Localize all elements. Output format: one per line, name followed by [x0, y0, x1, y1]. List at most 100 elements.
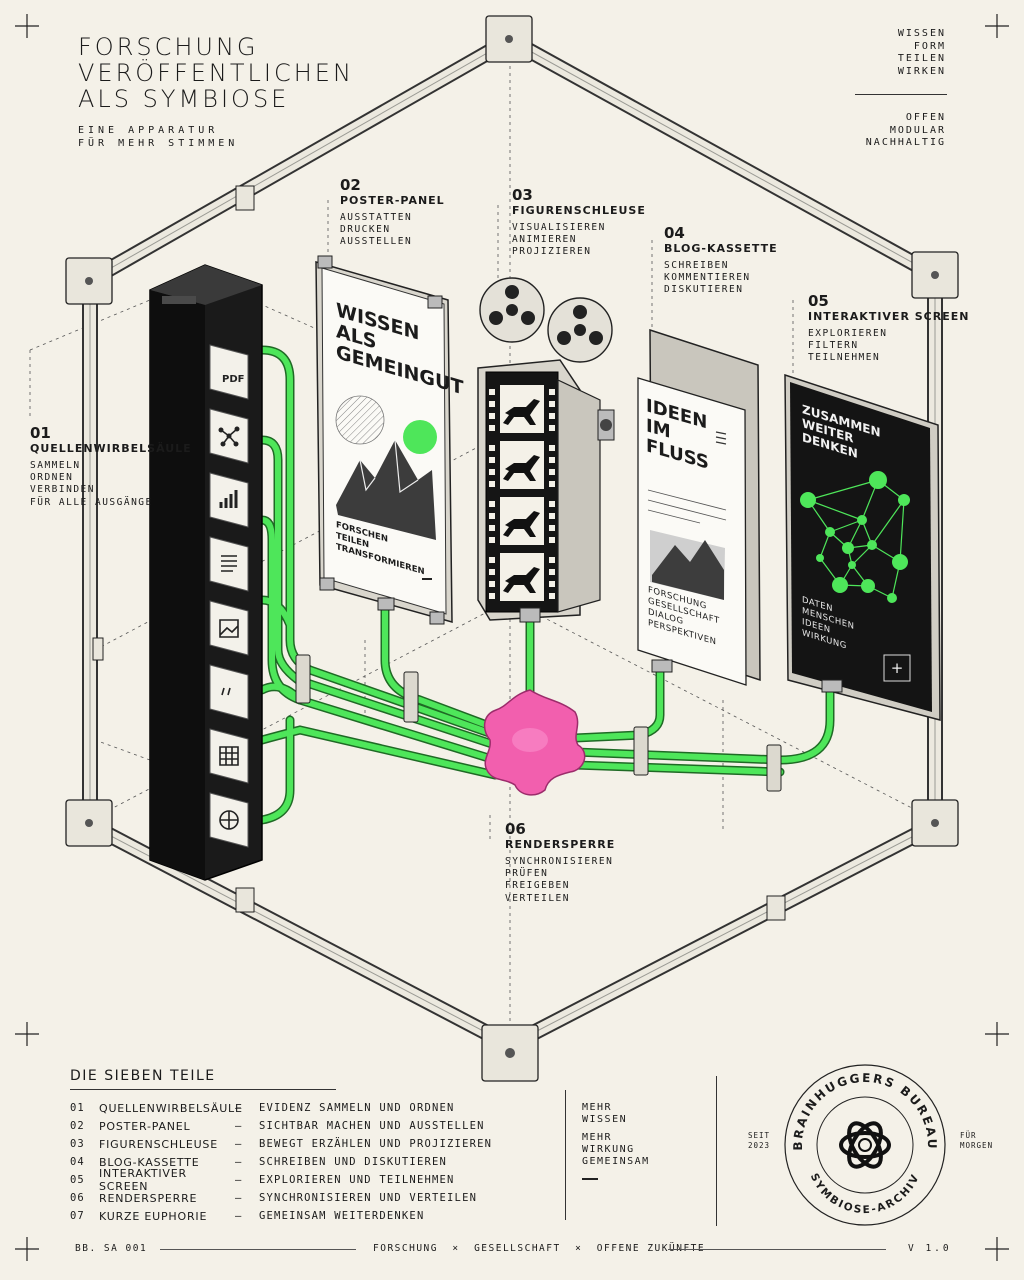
module-number: 06 — [505, 820, 526, 838]
module-name: RENDERSPERRE — [505, 838, 616, 851]
render-hub — [483, 689, 586, 796]
part-name: BLOG-KASSETTE — [99, 1155, 200, 1169]
module-line: AUSSTELLEN — [340, 236, 413, 248]
module-line: FÜR ALLE AUSGÄNGE — [30, 496, 153, 508]
module-line: FILTERN — [808, 340, 859, 352]
module-number: 05 — [808, 292, 829, 310]
page-subtitle: EINE APPARATUR FÜR MEHR STIMMEN — [78, 124, 238, 150]
poster-panel — [315, 255, 453, 625]
module-name: QUELLENWIRBELSÄULE — [30, 442, 192, 455]
middle-line: GEMEINSAM — [582, 1156, 650, 1167]
seal-bottom-text: SYMBIOSE-ARCHIV — [808, 1172, 920, 1217]
module-name: FIGURENSCHLEUSE — [512, 204, 646, 217]
module-name: POSTER-PANEL — [340, 194, 445, 207]
middle-line: WISSEN — [582, 1114, 628, 1125]
seal-left-line: SEIT — [748, 1131, 771, 1140]
footer-code: BB. SA 001 — [75, 1243, 148, 1254]
module-line: ANIMIEREN — [512, 234, 577, 246]
module-line: VERBINDEN — [30, 484, 95, 496]
divider — [716, 1076, 717, 1226]
module-name: BLOG-KASSETTE — [664, 242, 778, 255]
bar-chart-icon — [209, 472, 249, 528]
image-icon — [209, 600, 249, 656]
module-line: DRUCKEN — [340, 224, 391, 236]
module-label-02: 02 POSTER-PANEL AUSSTATTEN DRUCKEN AUSST… — [340, 176, 445, 249]
part-dash: – — [235, 1120, 243, 1132]
footer-rule — [668, 1249, 886, 1250]
module-number: 04 — [664, 224, 685, 242]
green-pipes — [257, 345, 835, 825]
keyword: TEILEN — [897, 53, 946, 64]
keyword: WISSEN — [897, 28, 946, 39]
module-line: PROJIZIEREN — [512, 246, 592, 258]
page-title: FORSCHUNG VERÖFFENTLICHEN ALS SYMBIOSE — [78, 34, 354, 112]
network-icon — [209, 408, 249, 464]
module-line: FREIGEBEN — [505, 880, 570, 892]
middle-line: MEHR — [582, 1102, 613, 1113]
part-number: 03 — [70, 1138, 85, 1150]
keyword: WIRKEN — [897, 65, 946, 77]
footer-version: V 1.0 — [908, 1243, 952, 1254]
subtitle-line: FÜR MEHR STIMMEN — [78, 138, 239, 149]
spine-icon-stack — [209, 344, 249, 848]
footer-tagline: FORSCHUNG × GESELLSCHAFT × OFFENE ZUKÜNF… — [373, 1243, 706, 1254]
module-line: VISUALISIEREN — [512, 222, 606, 233]
svg-text:SYMBIOSE-ARCHIV: SYMBIOSE-ARCHIV — [808, 1172, 922, 1217]
module-line: SYNCHRONISIEREN — [505, 856, 614, 867]
part-name: INTERAKTIVER SCREEN — [99, 1167, 187, 1193]
part-number: 02 — [70, 1120, 85, 1132]
title-line: FORSCHUNG — [78, 33, 259, 61]
module-number: 01 — [30, 424, 51, 442]
figure-sluice — [477, 277, 615, 623]
knot-logo-icon — [839, 1121, 891, 1169]
divider — [565, 1090, 566, 1220]
part-number: 01 — [70, 1102, 85, 1114]
parts-rule — [70, 1089, 336, 1090]
title-line: ALS SYMBIOSE — [78, 85, 290, 113]
parts-title: DIE SIEBEN TEILE — [70, 1068, 216, 1084]
module-label-01: 01 QUELLENWIRBELSÄULE SAMMELN ORDNEN VER… — [30, 424, 192, 509]
top-right-keywords: WISSEN FORM TEILEN WIRKEN — [898, 28, 946, 78]
top-right-values: OFFEN MODULAR NACHHALTIG — [866, 112, 946, 150]
middle-line: MEHR — [582, 1132, 613, 1143]
seal-left-text: SEIT 2023 — [748, 1131, 770, 1151]
part-name: FIGURENSCHLEUSE — [99, 1137, 218, 1151]
part-dash: – — [235, 1210, 243, 1222]
module-line: VERTEILEN — [505, 892, 570, 904]
part-dash: – — [235, 1138, 243, 1150]
top-right-rule — [855, 94, 947, 95]
module-line: PRÜFEN — [505, 868, 549, 880]
parts-row: 02 POSTER-PANEL – SICHTBAR MACHEN UND AUSST… — [70, 1117, 550, 1135]
part-description: SYNCHRONISIEREN UND VERTEILEN — [259, 1192, 478, 1204]
part-dash: – — [235, 1192, 243, 1204]
part-description: SICHTBAR MACHEN UND AUSSTELLEN — [259, 1120, 485, 1132]
seal-left-line: 2023 — [748, 1141, 771, 1150]
part-name: POSTER-PANEL — [99, 1119, 191, 1133]
part-dash: – — [235, 1102, 243, 1114]
module-label-04: 04 BLOG-KASSETTE SCHREIBEN KOMMENTIEREN … — [664, 224, 778, 297]
module-number: 02 — [340, 176, 361, 194]
keyword: FORM — [913, 40, 946, 52]
crosshair-marks — [15, 14, 1009, 1261]
table-icon — [209, 728, 249, 784]
part-description: GEMEINSAM WEITERDENKEN — [259, 1210, 425, 1222]
pdf-label: PDF — [222, 374, 245, 385]
module-line: KOMMENTIEREN — [664, 272, 751, 284]
quote-icon — [209, 664, 249, 720]
part-description: EXPLORIEREN UND TEILNEHMEN — [259, 1174, 455, 1186]
module-line: ORDNEN — [30, 472, 74, 484]
module-label-03: 03 FIGURENSCHLEUSE VISUALISIEREN ANIMIER… — [512, 186, 646, 259]
middle-text: MEHR WISSEN MEHR WIRKUNG GEMEINSAM — [582, 1102, 650, 1180]
keyword: OFFEN — [905, 112, 946, 123]
module-number: 03 — [512, 186, 533, 204]
seal-emblem: BRAINHUGGERS BUREAU SYMBIOSE-ARCHIV — [784, 1064, 946, 1226]
screen-plus-button[interactable]: + — [890, 659, 904, 677]
pdf-icon — [209, 344, 249, 400]
